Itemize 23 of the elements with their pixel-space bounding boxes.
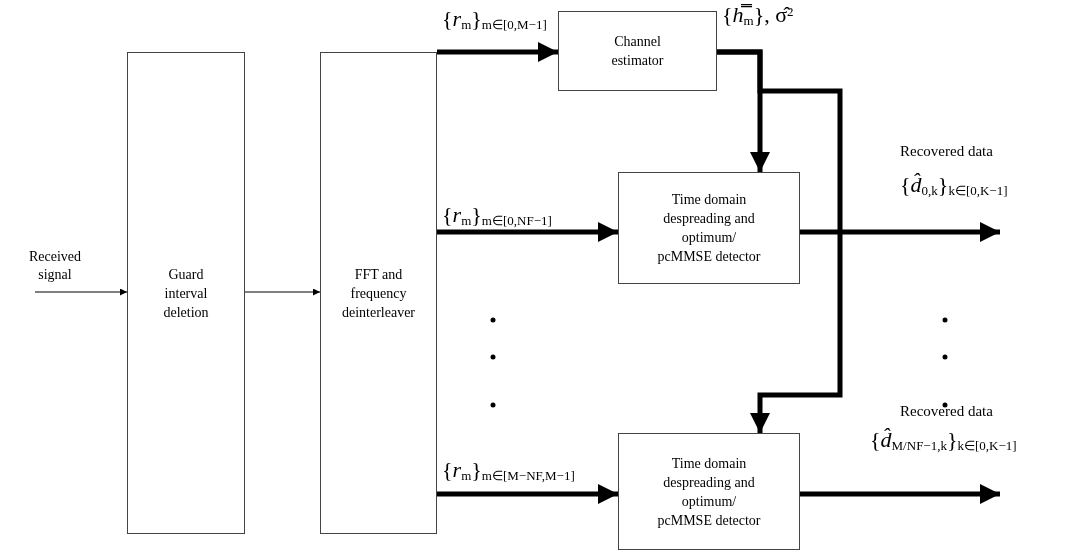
- edge-label: {r$_{m}$}$_{m∈[0,M−1]}$: [442, 5, 547, 34]
- arrow: [437, 484, 618, 504]
- arrow: [437, 42, 558, 62]
- edge-label: {d̂$_{0,k}$}$_{k∈[0,K−1]}$: [900, 171, 1008, 200]
- process-box: [127, 52, 245, 534]
- arrow: [800, 222, 1000, 242]
- process-box: [618, 172, 800, 284]
- process-box: [618, 433, 800, 550]
- arrow: [34, 288, 128, 296]
- box-label: FFT and frequency deinterleaver: [341, 265, 416, 322]
- box-label: Time domain despreading and optimum/ pcMMSE detector: [656, 454, 762, 530]
- arrow: [800, 484, 1000, 504]
- process-box: [320, 52, 437, 534]
- box-label: Time domain despreading and optimum/ pcMMSE detector: [656, 191, 762, 266]
- arrow: [717, 49, 843, 433]
- arrow: [244, 288, 321, 296]
- output-caption: Recovered data: [900, 142, 993, 161]
- box-label: Guard interval deletion: [162, 265, 210, 322]
- arrow: [437, 222, 618, 242]
- process-box: [558, 11, 717, 91]
- output-caption: Recovered data: [900, 402, 993, 421]
- box-label: Channel estimator: [610, 33, 665, 70]
- edge-label: Received signal: [27, 248, 83, 284]
